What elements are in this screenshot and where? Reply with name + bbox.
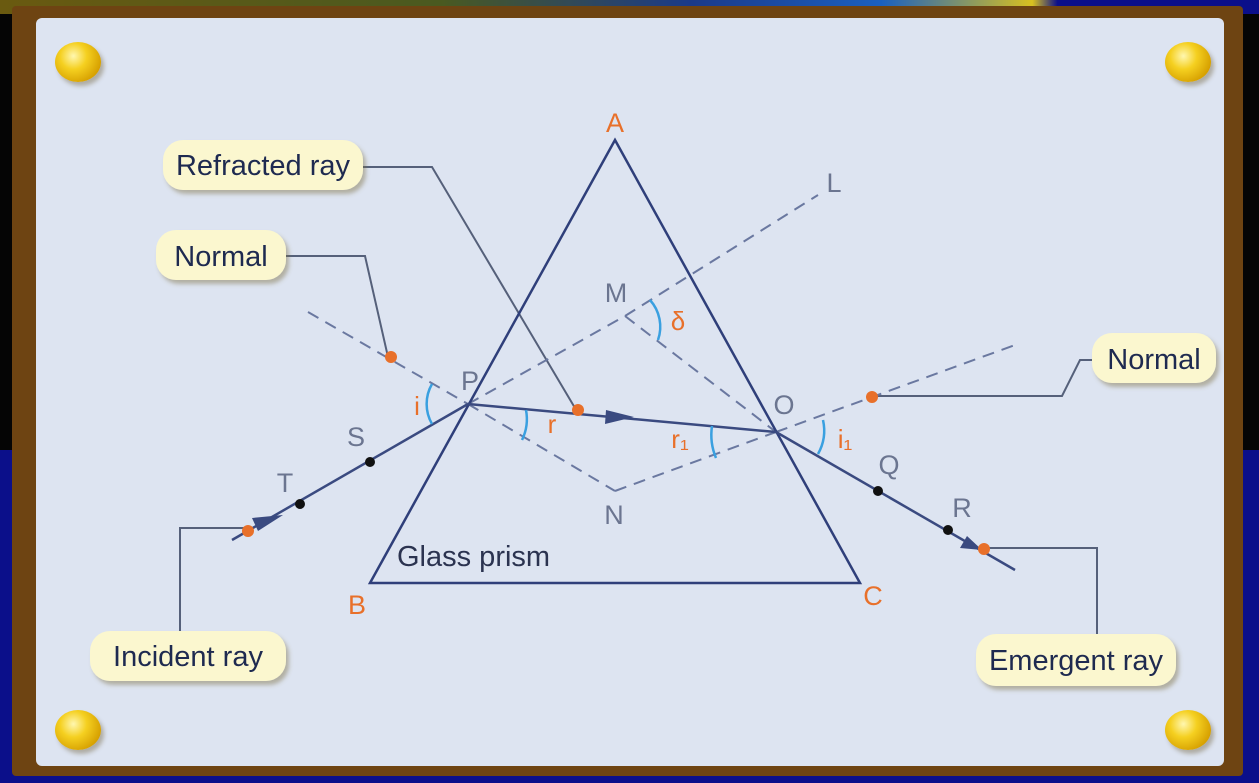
- point-m-label: M: [605, 278, 628, 308]
- angle-r-arc: [520, 409, 529, 441]
- emergent-extension: [624, 315, 777, 433]
- point-r-label: R: [952, 493, 972, 523]
- normal-at-o: [775, 344, 1016, 433]
- emergent-ray-label: Emergent ray: [989, 645, 1164, 677]
- normal-right-callout: [1092, 333, 1216, 383]
- normal-left-callout: [156, 230, 286, 280]
- emergent-ray-leader: [985, 547, 1098, 636]
- extension-to-l: [624, 194, 819, 317]
- refracted-ray-label: Refracted ray: [176, 150, 351, 182]
- normal-p-to-n: [467, 403, 616, 492]
- point-p-label: P: [461, 366, 479, 396]
- normal-left-dot: [385, 351, 397, 363]
- vertex-b-label: B: [348, 590, 366, 620]
- normal-right-label: Normal: [1107, 344, 1200, 376]
- incident-ray-callout: [90, 631, 286, 681]
- pin-top-right: [1165, 42, 1211, 82]
- normal-left-label: Normal: [174, 241, 267, 273]
- angle-i-label: i: [414, 391, 420, 421]
- normal-left-leader: [284, 255, 389, 358]
- point-q-label: Q: [878, 450, 899, 480]
- point-q-dot: [873, 486, 883, 496]
- refracted-ray-dot: [572, 404, 584, 416]
- angle-r-label: r: [548, 409, 557, 439]
- incident-extension: [467, 315, 626, 405]
- vertex-c-label: C: [863, 581, 883, 611]
- point-n-label: N: [604, 500, 624, 530]
- angle-i1-label: i₁: [838, 424, 853, 454]
- refracted-ray-callout: [163, 140, 363, 190]
- angle-i1-arc: [816, 419, 826, 455]
- pin-top-left: [55, 42, 101, 82]
- emergent-arrow: [960, 536, 982, 550]
- normal-n-to-o: [614, 431, 777, 492]
- angle-i-arc: [425, 383, 434, 425]
- incident-ray-leader: [179, 527, 245, 636]
- point-r-dot: [943, 525, 953, 535]
- angle-delta-label: δ: [671, 306, 685, 336]
- incident-ray-label: Incident ray: [113, 641, 263, 673]
- point-t-dot: [295, 499, 305, 509]
- pin-bottom-right: [1165, 710, 1211, 750]
- point-o-label: O: [773, 390, 794, 420]
- emergent-ray-dot: [978, 543, 990, 555]
- incident-ray-dot: [242, 525, 254, 537]
- vertex-a-label: A: [606, 108, 624, 138]
- normal-right-leader: [873, 359, 1105, 397]
- angle-r1-label: r₁: [671, 424, 689, 454]
- glass-prism: [367, 137, 863, 585]
- point-l-label: L: [826, 168, 841, 198]
- point-t-label: T: [277, 468, 294, 498]
- point-s-dot: [365, 457, 375, 467]
- normal-at-p: [307, 311, 469, 405]
- refracted-ray-leader: [362, 166, 576, 409]
- pin-bottom-left: [55, 710, 101, 750]
- incident-arrow: [252, 515, 283, 531]
- refracted-arrow: [605, 410, 634, 424]
- normal-right-dot: [866, 391, 878, 403]
- emergent-ray-callout: [976, 634, 1176, 686]
- angle-delta-arc: [649, 299, 662, 341]
- angle-r1-arc: [710, 425, 718, 459]
- point-s-label: S: [347, 422, 365, 452]
- glass-prism-label: Glass prism: [397, 541, 550, 573]
